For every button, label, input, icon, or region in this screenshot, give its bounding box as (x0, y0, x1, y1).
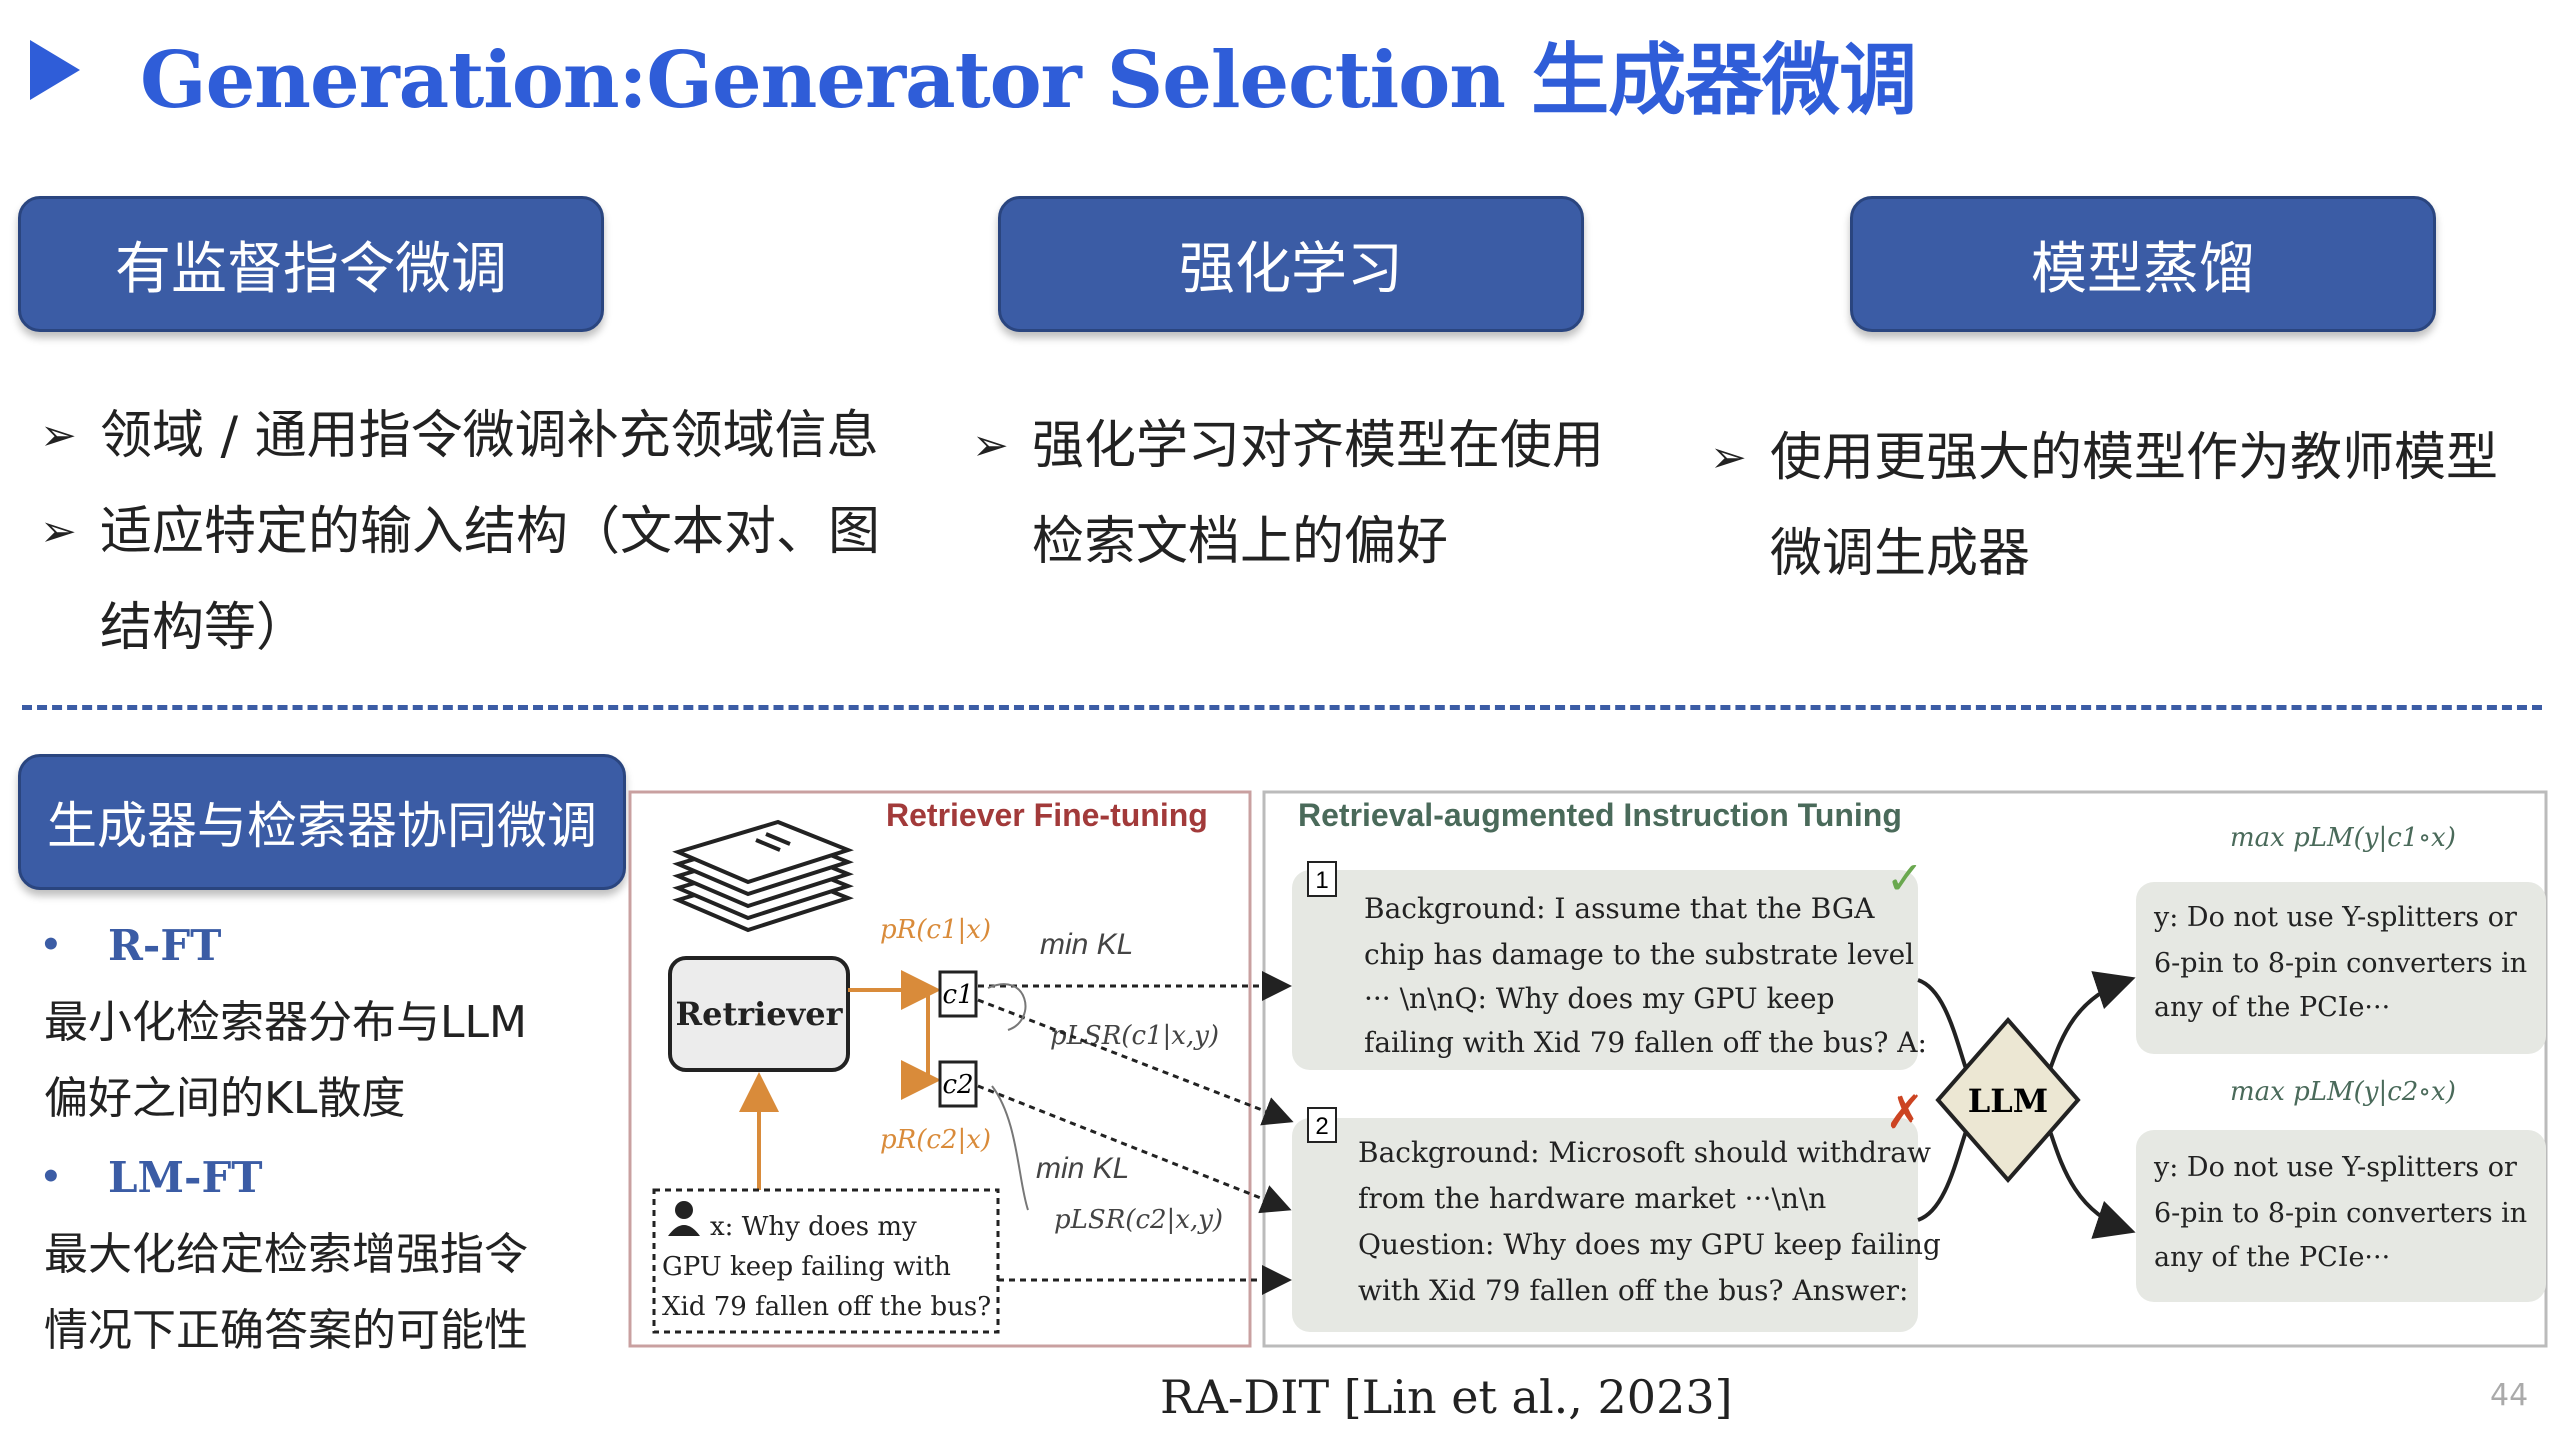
plsr-c2-label: pLSR(c2|x,y) (1054, 1205, 1223, 1235)
example-1-line-2: chip has damage to the substrate level (1364, 938, 1914, 971)
bullet-text: 领域 / 通用指令微调补充领域信息 (100, 406, 879, 466)
arrow-bullet-icon: ➢ (1710, 432, 1747, 483)
max-c1-label: max pLM(y|c1∘x) (2230, 823, 2456, 853)
category-sft-label: 有监督指令微调 (115, 236, 507, 302)
figure-caption: RA-DIT [Lin et al., 2023] (1160, 1370, 1733, 1424)
example-2-line-1: Background: Microsoft should withdraw (1358, 1136, 1931, 1169)
plsr-c1-label: pLSR(c1|x,y) (1050, 1021, 1219, 1051)
bullet-spacer (972, 494, 1032, 590)
ra-dit-figure: Retriever Fine-tuning Retrieval-augmente… (628, 790, 2548, 1348)
c1-box (938, 970, 978, 1018)
user-icon (668, 1201, 700, 1236)
title-arrow-icon (30, 40, 80, 100)
rft-heading: • R-FT (40, 905, 640, 985)
llm-label: LLM (1968, 1082, 2048, 1120)
list-item: 微调生成器 (1710, 506, 2556, 602)
arrow-bullet-icon: ➢ (40, 506, 77, 557)
answer-1-line-2: 6-pin to 8-pin converters in (2154, 948, 2527, 979)
section-label-text: 生成器与检索器协同微调 (47, 797, 597, 855)
page-number: 44 (2490, 1378, 2529, 1413)
check-icon: ✓ (1885, 851, 1924, 905)
c1-label: c1 (942, 980, 973, 1010)
query-line-3: Xid 79 fallen off the bus? (662, 1292, 991, 1322)
rft-line-1: 最小化检索器分布与LLM (44, 997, 527, 1048)
bullet-dot-icon: • (40, 1157, 62, 1197)
sft-bullets: ➢ 领域 / 通用指令微调补充领域信息 ➢ 适应特定的输入结构（文本对、图 结构等） (40, 388, 940, 676)
page-title: Generation:Generator Selection 生成器微调 (140, 35, 1917, 126)
cofinetune-list: • R-FT 最小化检索器分布与LLM 偏好之间的KL散度 • LM-FT 最大化给… (40, 905, 640, 1369)
lmft-label: LM-FT (108, 1152, 263, 1202)
document-stack-icon (672, 819, 854, 933)
c2-label: c2 (942, 1070, 973, 1100)
category-distill-label: 模型蒸馏 (2031, 236, 2255, 302)
example-2-line-2: from the hardware market ···\n\n (1358, 1182, 1826, 1215)
category-rl-label: 强化学习 (1179, 236, 1403, 302)
rft-line-2: 偏好之间的KL散度 (44, 1073, 406, 1124)
section-label: 生成器与检索器协同微调 (18, 754, 626, 890)
bullet-spacer (1710, 506, 1770, 602)
section-divider (22, 705, 2542, 710)
example-1-line-1: Background: I assume that the BGA (1364, 892, 1875, 925)
query-line-2: GPU keep failing with (662, 1252, 951, 1282)
rait-title: Retrieval-augmented Instruction Tuning (1298, 797, 1902, 833)
category-distill: 模型蒸馏 (1850, 196, 2436, 332)
retriever-label: Retriever (676, 995, 844, 1033)
list-item: ➢ 领域 / 通用指令微调补充领域信息 (40, 388, 940, 484)
bullet-text: 强化学习对齐模型在使用 (1032, 416, 1605, 476)
bullet-text: 结构等） (100, 598, 309, 658)
example-2-number: 2 (1315, 1113, 1328, 1140)
list-item: 结构等） (40, 580, 940, 676)
category-rl: 强化学习 (998, 196, 1584, 332)
list-item: ➢ 强化学习对齐模型在使用 (972, 398, 1672, 494)
distill-bullets: ➢ 使用更强大的模型作为教师模型 微调生成器 (1710, 410, 2556, 602)
answer-1-box (2136, 882, 2546, 1054)
answer-1-line-3: any of the PCIe··· (2154, 992, 2390, 1023)
answer-2-box (2136, 1130, 2546, 1302)
example-1-box (1292, 870, 1918, 1070)
retriever-title: Retriever Fine-tuning (886, 797, 1208, 833)
example-2-box (1292, 1118, 1918, 1332)
arrow-bullet-icon: ➢ (40, 410, 77, 461)
example-1-line-3: ··· \n\nQ: Why does my GPU keep (1364, 982, 1835, 1015)
list-item: 检索文档上的偏好 (972, 494, 1672, 590)
lmft-line-2: 情况下正确答案的可能性 (44, 1305, 528, 1356)
c2-box (938, 1060, 978, 1108)
answer-2-line-2: 6-pin to 8-pin converters in (2154, 1198, 2527, 1229)
bullet-text: 微调生成器 (1770, 524, 2031, 584)
example-2-line-3: Question: Why does my GPU keep failing (1358, 1228, 1941, 1261)
bullet-dot-icon: • (40, 925, 62, 965)
llm-diamond (1935, 1016, 2081, 1184)
pr-c2-label: pR(c2|x) (880, 1125, 991, 1155)
bullet-spacer (40, 580, 100, 676)
min-kl-1: min KL (1040, 928, 1133, 961)
rft-label: R-FT (108, 920, 222, 970)
list-item: ➢ 使用更强大的模型作为教师模型 (1710, 410, 2556, 506)
lmft-heading: • LM-FT (40, 1137, 640, 1217)
rl-bullets: ➢ 强化学习对齐模型在使用 检索文档上的偏好 (972, 398, 1672, 590)
pr-c1-label: pR(c1|x) (880, 915, 991, 945)
example-1-line-4: failing with Xid 79 fallen off the bus? … (1364, 1026, 1927, 1059)
bullet-text: 使用更强大的模型作为教师模型 (1770, 428, 2499, 488)
max-c2-label: max pLM(y|c2∘x) (2230, 1077, 2456, 1107)
query-line-1: x: Why does my (710, 1212, 917, 1242)
query-box (652, 1188, 1000, 1334)
category-sft: 有监督指令微调 (18, 196, 604, 332)
lmft-line-1: 最大化给定检索增强指令 (44, 1229, 528, 1280)
bullet-text: 适应特定的输入结构（文本对、图 (100, 502, 881, 562)
bullet-text: 检索文档上的偏好 (1032, 512, 1449, 572)
cross-icon: ✗ (1885, 1085, 1924, 1139)
answer-1-line-1: y: Do not use Y-splitters or (2153, 902, 2517, 933)
list-item: ➢ 适应特定的输入结构（文本对、图 (40, 484, 940, 580)
example-2-line-4: with Xid 79 fallen off the bus? Answer: (1358, 1274, 1908, 1307)
min-kl-2: min KL (1036, 1152, 1129, 1185)
answer-2-line-1: y: Do not use Y-splitters or (2153, 1152, 2517, 1183)
arrow-bullet-icon: ➢ (972, 420, 1009, 471)
answer-2-line-3: any of the PCIe··· (2154, 1242, 2390, 1273)
example-1-number: 1 (1315, 867, 1328, 894)
retriever-box (668, 956, 850, 1072)
